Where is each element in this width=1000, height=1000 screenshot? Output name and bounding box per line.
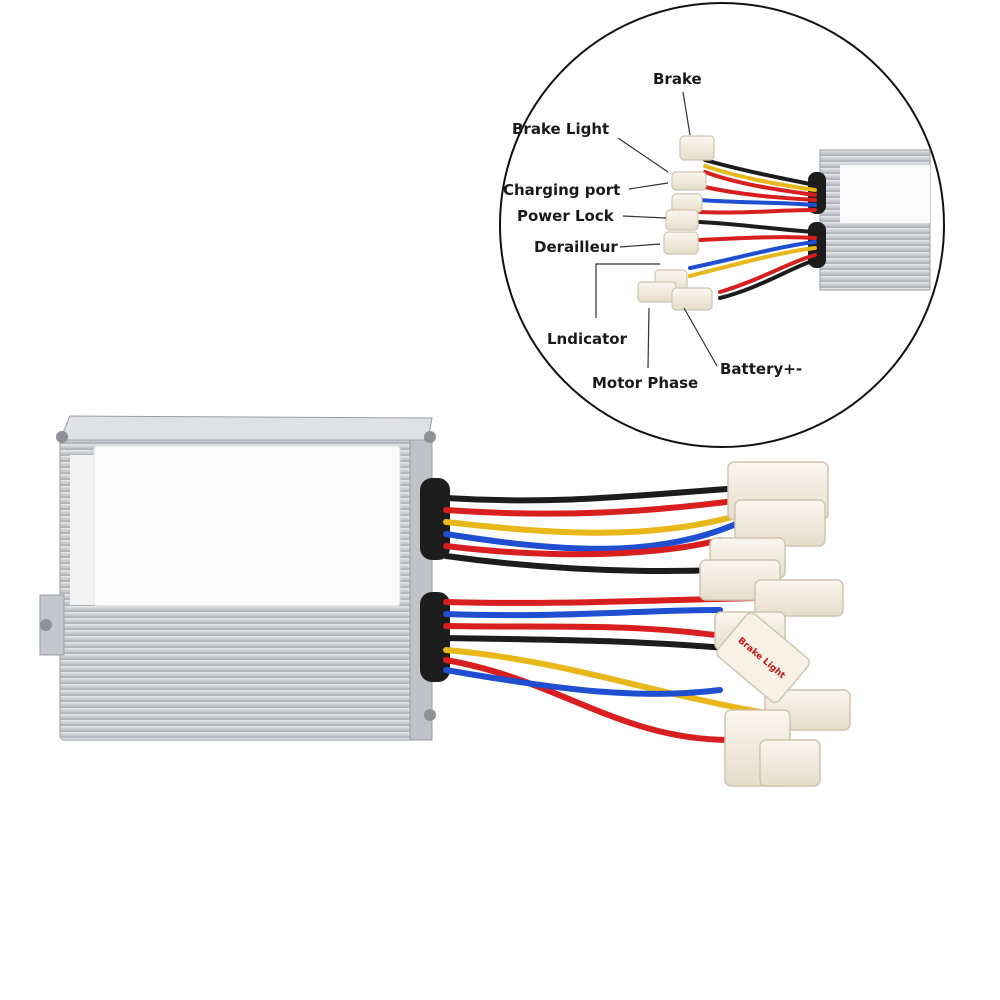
screw-icon bbox=[56, 431, 68, 443]
leader-lines bbox=[595, 91, 718, 369]
callout-inset: Brake Brake Light Charging port Power Lo… bbox=[499, 2, 945, 448]
label-motor-phase: Motor Phase bbox=[592, 374, 698, 392]
cable-grommet bbox=[420, 592, 450, 682]
connector bbox=[754, 579, 844, 617]
power-lock-connector bbox=[671, 193, 703, 213]
lower-wire-bundle bbox=[443, 595, 763, 743]
screw-icon bbox=[424, 431, 436, 443]
power-lock-connector-2 bbox=[665, 209, 699, 231]
brake-light-tag: Brake Light bbox=[716, 612, 811, 704]
callout-labels: Brake Brake Light Charging port Power Lo… bbox=[503, 70, 802, 392]
label-charging-port: Charging port bbox=[503, 181, 620, 199]
motor-phase-connector bbox=[637, 281, 677, 303]
derailleur-connector bbox=[663, 231, 699, 255]
screw-icon bbox=[424, 709, 436, 721]
label-indicator: Lndicator bbox=[547, 330, 628, 348]
inset-controller-housing bbox=[808, 149, 931, 291]
brake-connector bbox=[679, 135, 715, 161]
label-power-lock: Power Lock bbox=[517, 207, 615, 225]
label-brake: Brake bbox=[653, 70, 702, 88]
upper-wire-bundle bbox=[443, 485, 748, 574]
label-sticker bbox=[93, 445, 401, 607]
screw-icon bbox=[40, 619, 52, 631]
cable-grommet bbox=[420, 478, 450, 560]
controller-product: Brake Light bbox=[39, 415, 851, 787]
battery-connector bbox=[671, 287, 713, 311]
label-brake-light: Brake Light bbox=[512, 120, 609, 138]
charging-connector bbox=[671, 171, 707, 191]
label-battery: Battery+- bbox=[720, 360, 802, 378]
inset-connectors bbox=[637, 135, 715, 311]
label-derailleur: Derailleur bbox=[534, 238, 618, 256]
connector bbox=[759, 739, 821, 787]
inset-wires bbox=[688, 158, 817, 300]
controller-housing bbox=[39, 415, 450, 741]
